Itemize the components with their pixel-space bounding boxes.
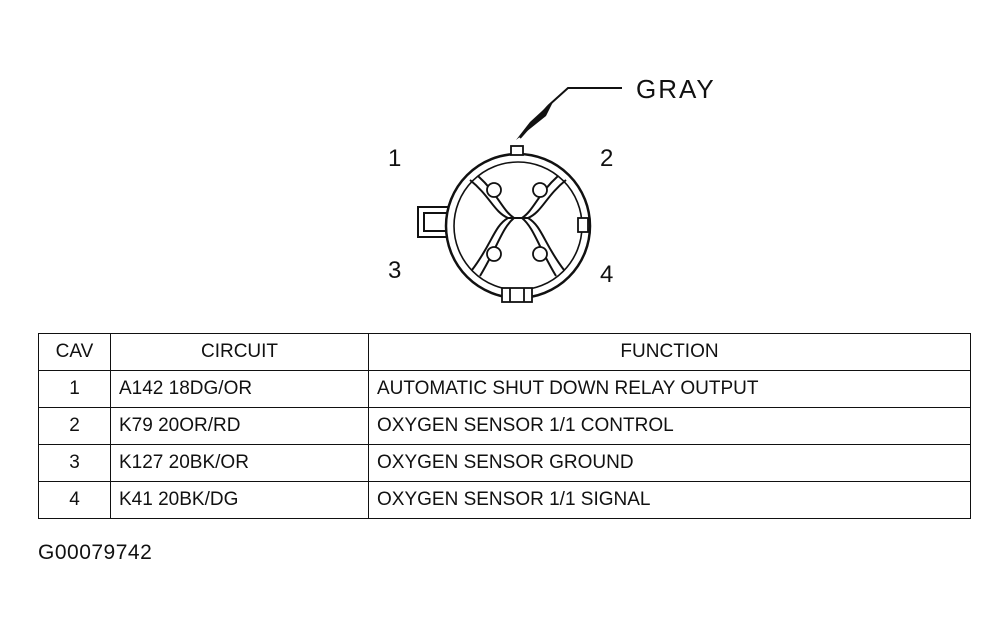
cavity-label-3: 3	[388, 257, 401, 284]
table-row: 2 K79 20OR/RD OXYGEN SENSOR 1/1 CONTROL	[38, 407, 971, 445]
table-row: 1 A142 18DG/OR AUTOMATIC SHUT DOWN RELAY…	[38, 370, 971, 408]
cavity-label-1: 1	[388, 145, 401, 172]
table-row: 3 K127 20BK/OR OXYGEN SENSOR GROUND	[38, 444, 971, 482]
cav-cell: 2	[38, 407, 111, 445]
header-cav: CAV	[38, 333, 111, 371]
connector-diagram: GRAY 1 2 3 4	[388, 74, 716, 303]
cavity-terminals	[486, 182, 548, 262]
cav-cell: 3	[38, 444, 111, 482]
figure-id: G00079742	[38, 541, 153, 564]
circuit-cell: A142 18DG/OR	[110, 370, 369, 408]
function-cell: OXYGEN SENSOR 1/1 CONTROL	[368, 407, 971, 445]
circuit-cell: K79 20OR/RD	[110, 407, 369, 445]
connector-body	[444, 152, 592, 300]
cav-cell: 1	[38, 370, 111, 408]
connector-color-label: GRAY	[636, 74, 716, 104]
cavity-label-2: 2	[600, 145, 613, 172]
pinout-table: CAV CIRCUIT FUNCTION 1 A142 18DG/OR AUTO…	[38, 333, 971, 519]
function-cell: OXYGEN SENSOR 1/1 SIGNAL	[368, 481, 971, 519]
circuit-cell: K41 20BK/DG	[110, 481, 369, 519]
table-header-row: CAV CIRCUIT FUNCTION	[38, 333, 971, 371]
gray-leader	[516, 87, 622, 140]
function-cell: AUTOMATIC SHUT DOWN RELAY OUTPUT	[368, 370, 971, 408]
header-circuit: CIRCUIT	[110, 333, 369, 371]
cav-cell: 4	[38, 481, 111, 519]
connector-key-tabs	[501, 145, 589, 303]
cavity-label-4: 4	[600, 261, 613, 288]
circuit-cell: K127 20BK/OR	[110, 444, 369, 482]
table-row: 4 K41 20BK/DG OXYGEN SENSOR 1/1 SIGNAL	[38, 481, 971, 519]
function-cell: OXYGEN SENSOR GROUND	[368, 444, 971, 482]
header-function: FUNCTION	[368, 333, 971, 371]
